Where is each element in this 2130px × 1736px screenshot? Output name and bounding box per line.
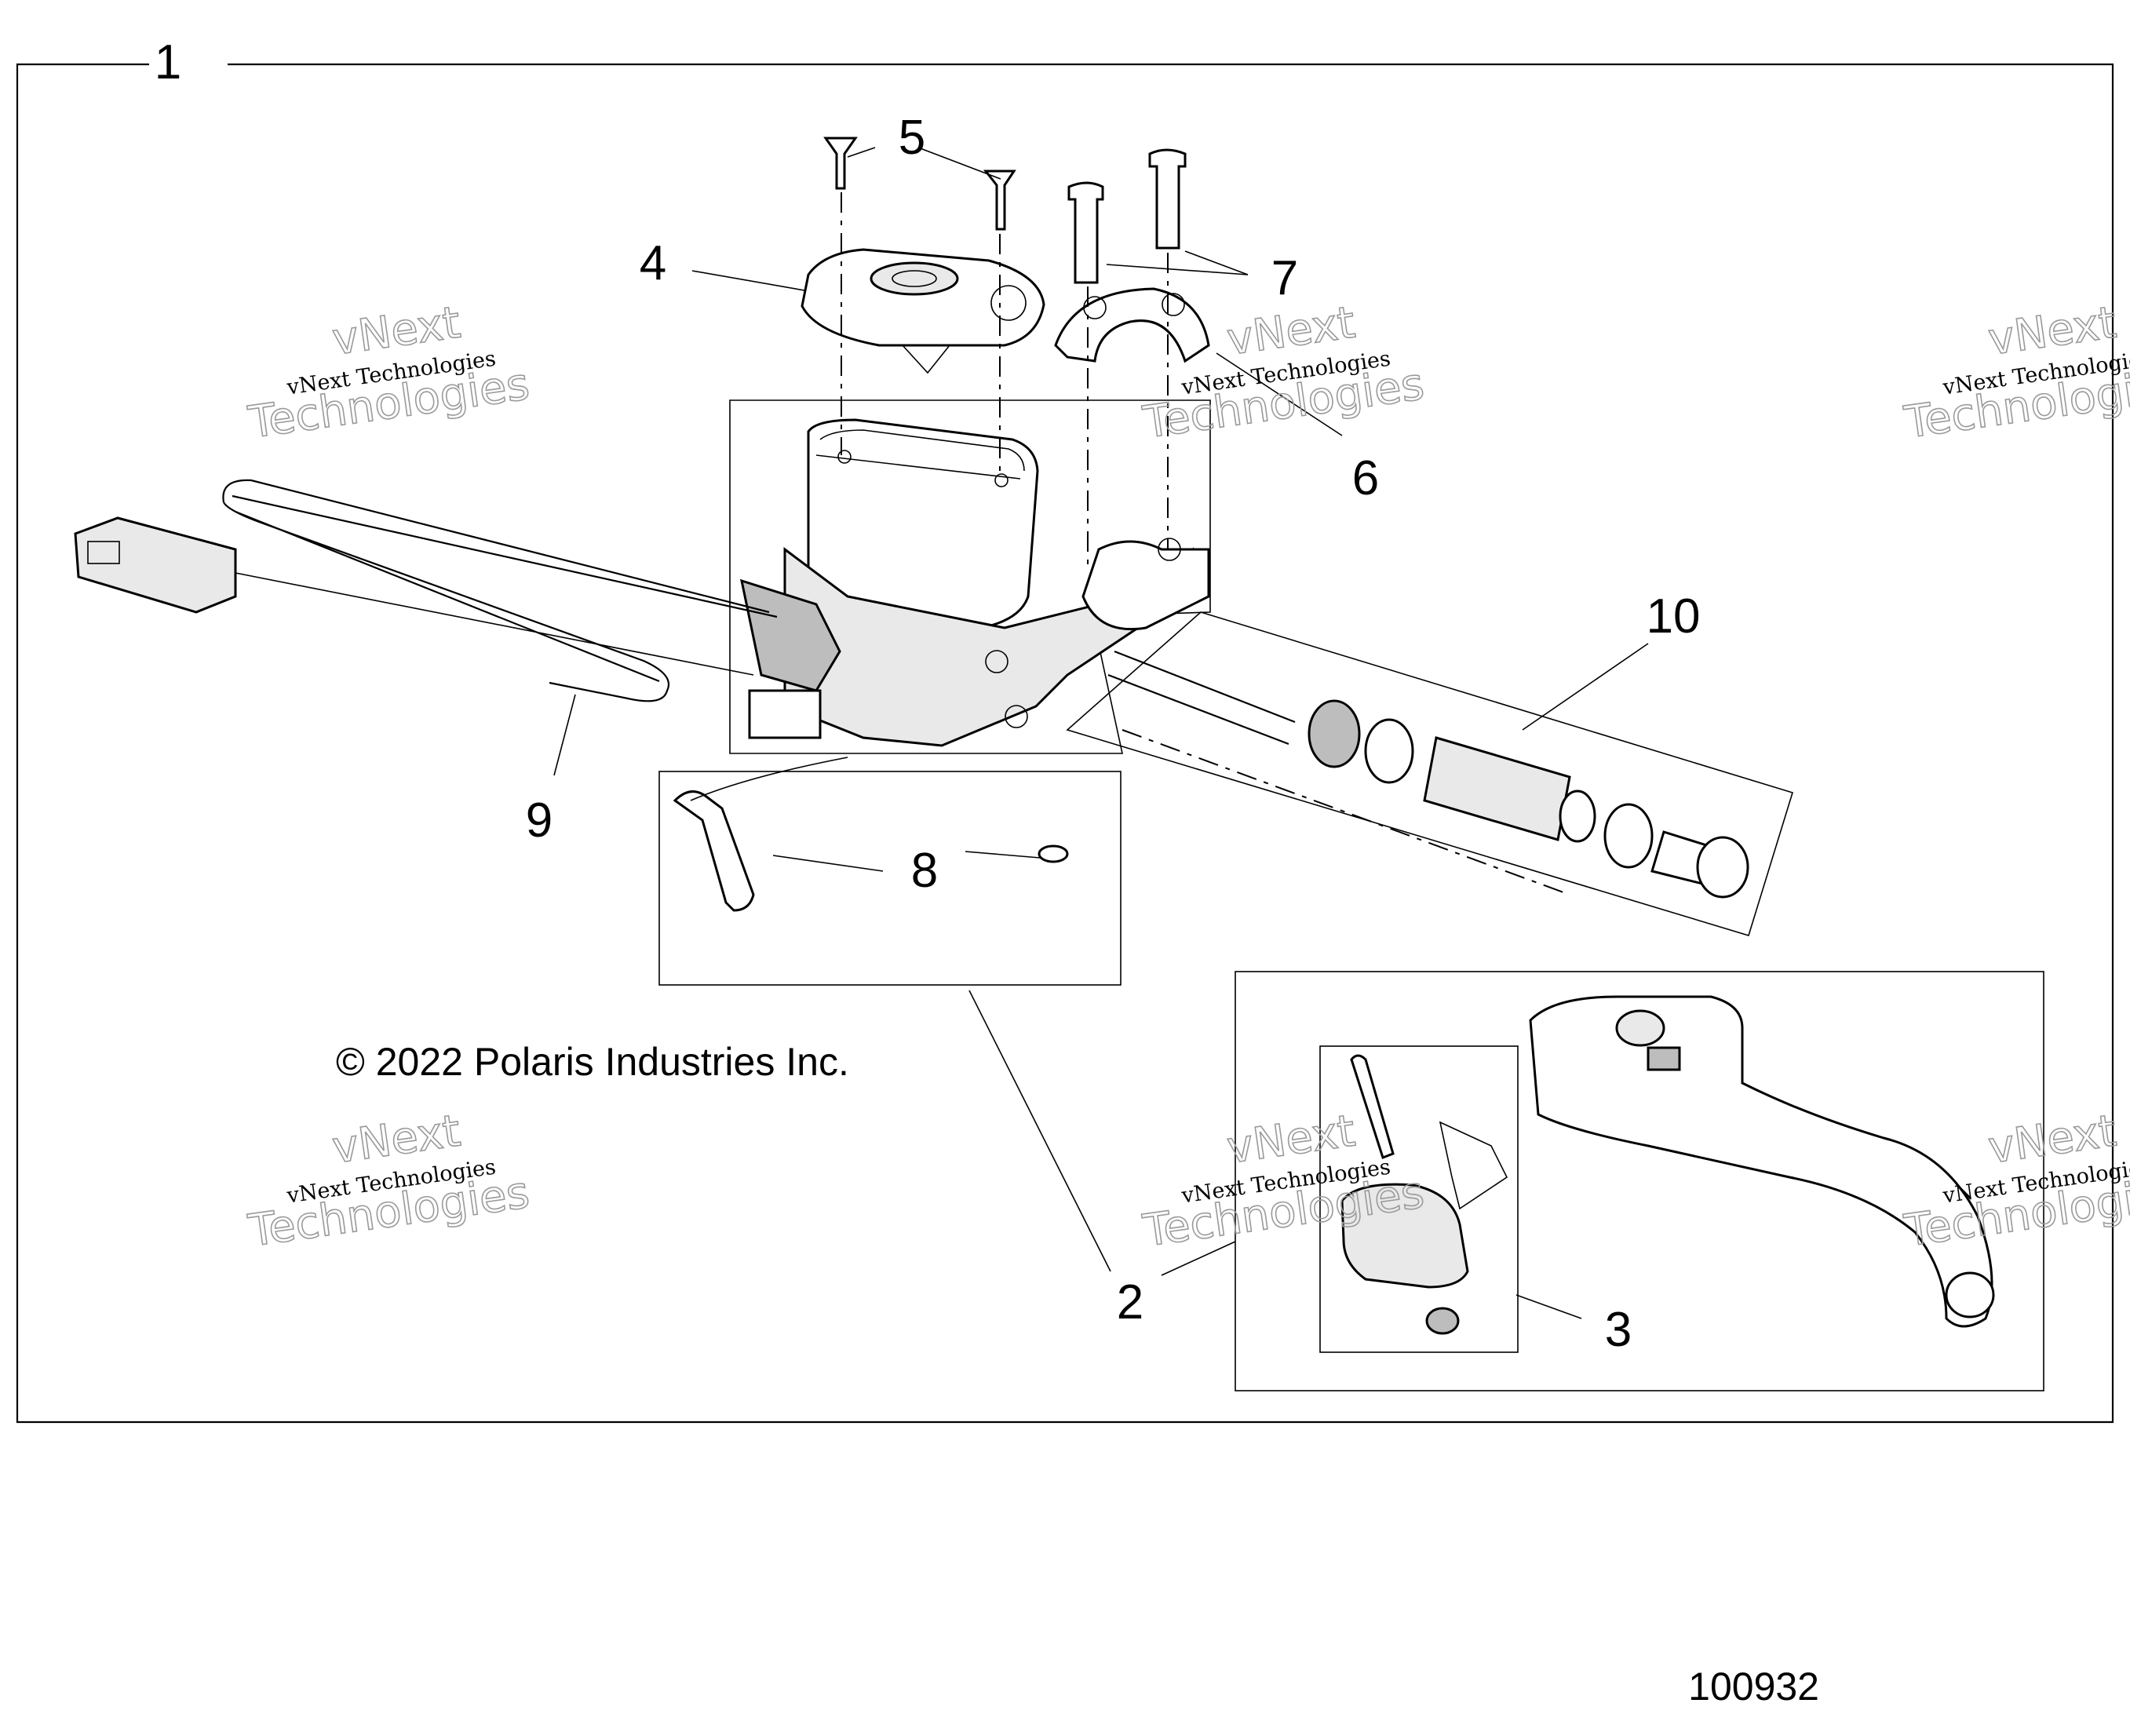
drawing-number: 100932 — [1688, 1665, 1819, 1709]
callout-7: 7 — [1271, 251, 1298, 305]
callout-10: 10 — [1647, 589, 1701, 644]
watermark-3: vNext vNext Technologies Technologies — [1900, 297, 2130, 450]
reservoir-cover — [801, 248, 1045, 374]
watermark-1: vNext vNext Technologies Technologies — [244, 297, 533, 450]
callout-9: 9 — [526, 793, 553, 848]
copyright-notice: © 2022 Polaris Industries Inc. — [336, 1040, 849, 1084]
callout-2: 2 — [1117, 1275, 1143, 1329]
clamp-bolts — [1067, 148, 1187, 565]
lever-pin-box — [1319, 1045, 1519, 1353]
piston-assembly — [1066, 611, 1794, 936]
watermark-4: vNext vNext Technologies Technologies — [244, 1105, 533, 1258]
switch-harness — [74, 479, 778, 702]
leader-lines — [553, 147, 1649, 1319]
cover-screws — [823, 137, 1016, 479]
callout-4: 4 — [640, 236, 666, 290]
assembly-frame: 1 — [16, 35, 2114, 1424]
watermark-2: vNext vNext Technologies Technologies — [1139, 297, 1428, 450]
pivot-pin-box — [658, 771, 1122, 986]
callout-5: 5 — [899, 111, 925, 165]
callout-6: 6 — [1352, 451, 1379, 505]
callout-8: 8 — [911, 844, 938, 898]
brake-lever-box — [1235, 971, 2044, 1391]
master-cylinder-body — [729, 399, 1211, 754]
callout-3: 3 — [1605, 1303, 1632, 1357]
callout-1: 1 — [155, 35, 181, 89]
clamp-cap — [1054, 287, 1210, 363]
